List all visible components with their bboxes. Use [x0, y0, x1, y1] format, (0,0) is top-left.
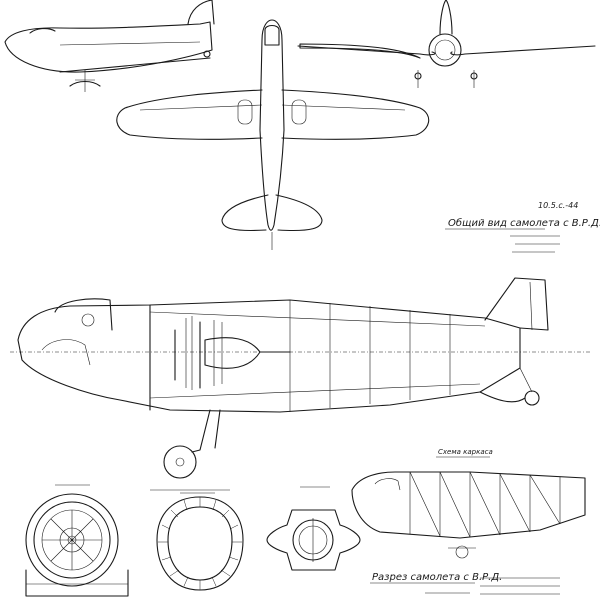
side-view-small [4, 0, 215, 92]
frame-scheme-caption: Схема каркаса [438, 448, 493, 456]
frame-scheme [351, 471, 586, 559]
section-b [156, 492, 244, 591]
section-side-view [10, 277, 590, 491]
date-note: 10.5.с.-44 [538, 201, 578, 210]
plan-view [116, 19, 430, 250]
front-view [297, 0, 596, 88]
section-a [25, 484, 129, 597]
general-view-caption: Общий вид самолета с В.Р.Д. [448, 217, 600, 229]
section-view-caption: Разрез самолета с В.Р.Д. [372, 572, 502, 583]
section-c [266, 486, 361, 571]
